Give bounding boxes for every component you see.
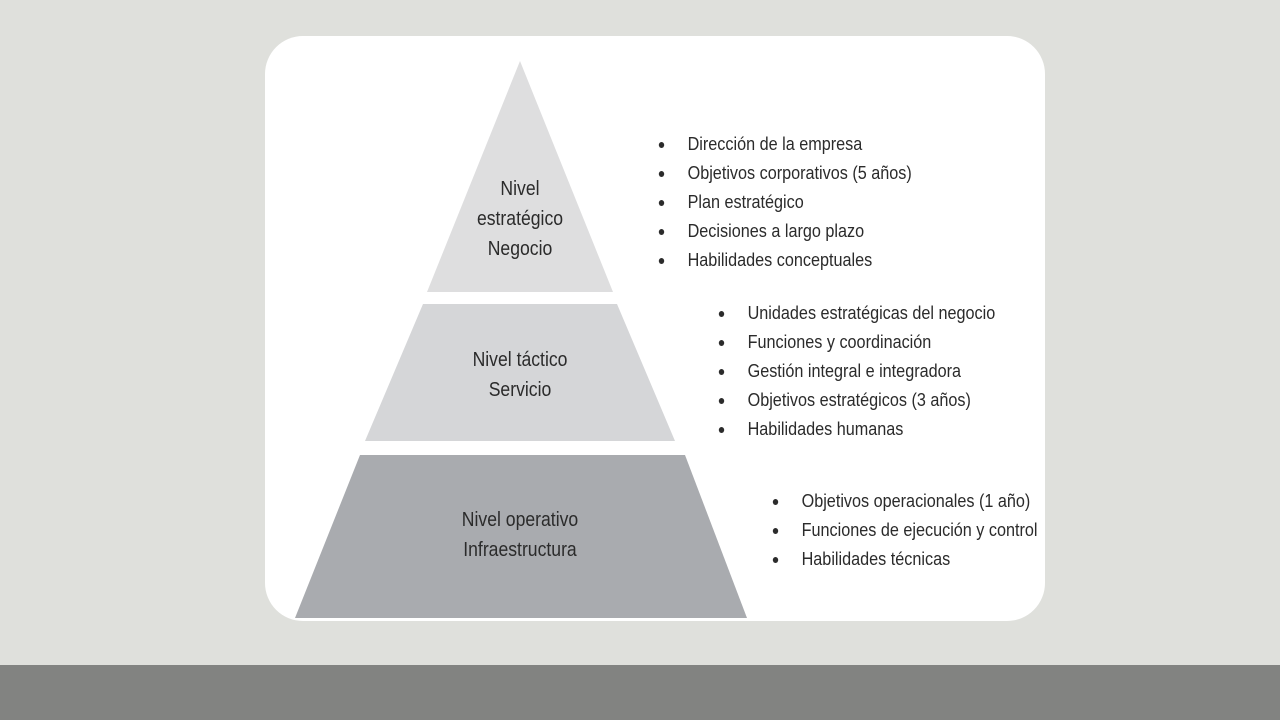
level-label-line: Nivel táctico (472, 349, 568, 371)
diagram-card: Nivel estratégico Negocio Nivel táctico … (265, 36, 1045, 621)
list-item: Objetivos operacionales (1 año) (771, 487, 1038, 516)
list-item: Unidades estratégicas del negocio (717, 299, 995, 328)
pyramid (295, 61, 747, 618)
pyramid-tier-operativo (295, 455, 747, 618)
list-item: Dirección de la empresa (657, 130, 912, 159)
list-item: Funciones y coordinación (717, 328, 995, 357)
level-label-estrategico: Nivel estratégico Negocio (450, 174, 591, 264)
bullet-list-tactico: Unidades estratégicas del negocio Funcio… (717, 299, 1026, 444)
list-item: Objetivos corporativos (5 años) (657, 159, 912, 188)
pyramid-tier-tactico (365, 304, 675, 441)
list-item: Gestión integral e integradora (717, 357, 995, 386)
pyramid-tier-estrategico (427, 61, 613, 292)
list-item: Objetivos estratégicos (3 años) (717, 386, 995, 415)
level-label-line: estratégico (476, 208, 564, 230)
list-item: Habilidades técnicas (771, 545, 1038, 574)
bullet-list-operativo: Objetivos operacionales (1 año) Funcione… (771, 487, 1045, 574)
list-item: Decisiones a largo plazo (657, 217, 912, 246)
bullet-list-estrategico: Dirección de la empresa Objetivos corpor… (657, 130, 940, 275)
list-item: Funciones de ejecución y control (771, 516, 1038, 545)
footer-band (0, 665, 1280, 720)
level-label-line: Nivel operativo (461, 509, 579, 531)
level-label-operativo: Nivel operativo Infraestructura (414, 505, 625, 565)
level-label-line: Infraestructura (463, 539, 577, 561)
list-item: Plan estratégico (657, 188, 912, 217)
level-label-line: Nivel (500, 178, 540, 200)
level-label-line: Negocio (487, 238, 553, 260)
list-item: Habilidades conceptuales (657, 246, 912, 275)
level-label-tactico: Nivel táctico Servicio (432, 345, 608, 405)
list-item: Habilidades humanas (717, 415, 995, 444)
level-label-line: Servicio (488, 379, 552, 401)
